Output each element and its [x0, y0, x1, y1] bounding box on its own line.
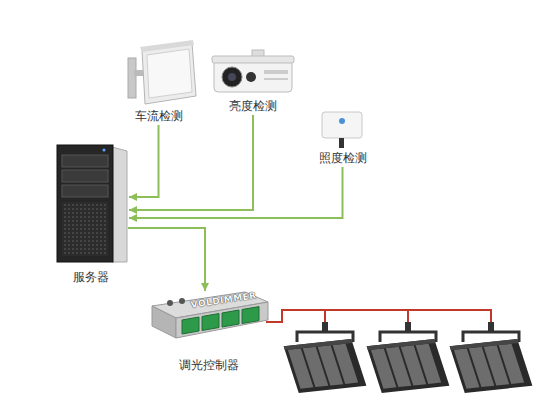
- floodlight-icon: [284, 322, 367, 393]
- node-caption: 亮度检测: [212, 99, 294, 114]
- node-caption: 车流检测: [121, 109, 196, 124]
- server-icon: [57, 145, 127, 262]
- terminal-block: [242, 307, 259, 324]
- power-wiring: [266, 310, 492, 324]
- server-side: [112, 147, 127, 262]
- drive-bay: [62, 170, 108, 182]
- sensor-node: 车流检测: [121, 42, 196, 124]
- camera-stripe: [264, 78, 288, 80]
- light-body: [284, 339, 367, 393]
- camera-icon: [212, 50, 294, 92]
- signal-arrow: [129, 125, 159, 197]
- illuminance-sensor-icon: [322, 112, 362, 148]
- sensor-face: [147, 49, 192, 98]
- controller-end: [152, 306, 176, 338]
- sensor-box: [322, 112, 362, 138]
- floodlight-icon: [367, 322, 450, 393]
- led-module: [416, 344, 442, 384]
- sensor-probe: [339, 138, 344, 148]
- node-caption: 服务器: [55, 270, 127, 285]
- signal-arrow: [129, 115, 253, 210]
- server-node: 服务器: [55, 143, 127, 285]
- signal-arrow: [129, 167, 343, 218]
- server-front: [57, 145, 113, 262]
- sensor-node: 照度检测: [315, 108, 370, 166]
- camera-lens: [222, 67, 242, 87]
- controller-knob: [167, 300, 173, 306]
- drive-bay: [62, 185, 108, 197]
- controller-front: [176, 302, 268, 338]
- led-module: [499, 344, 525, 384]
- traffic-sensor-icon: [128, 40, 196, 104]
- drive-bay: [62, 155, 108, 167]
- camera-hood: [212, 56, 294, 63]
- server-led: [103, 149, 106, 152]
- floodlight-icon: [450, 322, 533, 393]
- node-caption: 照度检测: [315, 151, 370, 166]
- sensor-body: [142, 43, 196, 104]
- light-heatsink: [284, 339, 353, 350]
- camera-lens-inner: [228, 73, 236, 81]
- power-wire: [324, 310, 326, 324]
- terminal-block: [202, 314, 219, 331]
- light-heatsink: [367, 339, 436, 350]
- mount-arm: [134, 70, 144, 76]
- camera-stripe: [264, 70, 288, 74]
- light-heatsink: [450, 339, 519, 350]
- light-body: [367, 339, 450, 393]
- camera-ir: [246, 72, 256, 82]
- terminal-block: [222, 310, 239, 327]
- sensor-cap: [140, 40, 194, 52]
- server-vent: [62, 202, 108, 256]
- sensor-window: [339, 118, 345, 124]
- mount-plate: [128, 58, 136, 98]
- power-wire: [407, 310, 409, 324]
- terminal-block: [182, 317, 199, 334]
- device-brand: VOLDIMMER: [190, 290, 257, 310]
- controller-knob: [179, 298, 185, 304]
- node-caption: 调光控制器: [148, 358, 270, 373]
- signal-arrow: [128, 228, 205, 291]
- camera-node: 亮度检测: [212, 52, 294, 114]
- light-body: [450, 339, 533, 393]
- power-wire: [266, 310, 492, 322]
- led-module: [333, 344, 359, 384]
- power-wire: [490, 310, 492, 324]
